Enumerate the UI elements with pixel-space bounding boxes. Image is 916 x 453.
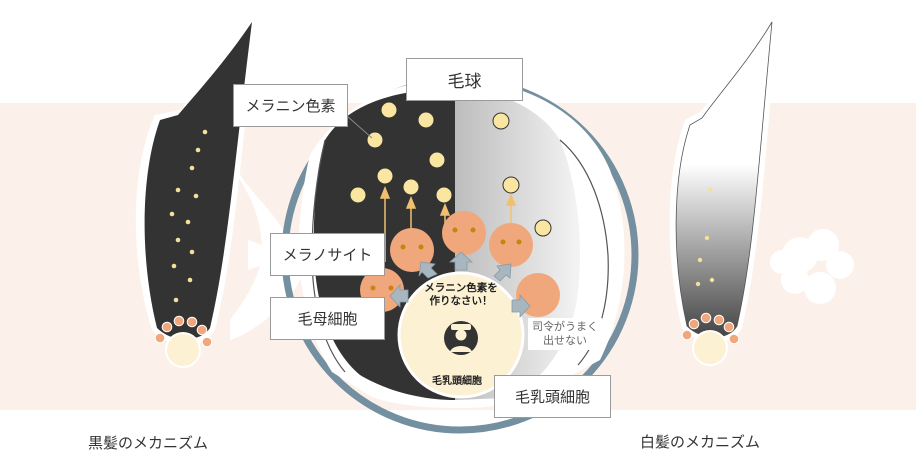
black-hair-shaft — [144, 22, 252, 340]
white-hair-illustration — [669, 12, 854, 366]
command-bubble: メラニン色素を 作りなさい！ — [419, 282, 503, 308]
bulb-label: 毛球 — [406, 58, 523, 101]
commander-icon — [444, 321, 478, 355]
melanin-granules — [349, 101, 552, 237]
black-hair-caption: 黒髪のメカニズム — [88, 434, 209, 452]
note-line-2: 出せない — [543, 334, 587, 347]
melanin-label: メラニン色素 — [233, 84, 348, 127]
signal-failure-note: 司令がうまく 出せない — [528, 318, 602, 350]
papilla-inner-label: 毛乳頭細胞 — [432, 376, 482, 387]
melanocyte-label: メラノサイト — [270, 233, 385, 276]
signal-arrows — [389, 251, 531, 319]
command-line-2: 作りなさい！ — [429, 295, 493, 307]
matrix-cell-label: 毛母細胞 — [270, 297, 385, 340]
note-line-1: 司令がうまく — [532, 320, 598, 333]
command-line-1: メラニン色素を — [424, 282, 498, 294]
papilla-label: 毛乳頭細胞 — [494, 375, 611, 418]
black-hair-papilla — [165, 332, 201, 368]
white-hair-caption: 白髪のメカニズム — [640, 433, 761, 451]
white-hair-papilla — [692, 330, 728, 366]
